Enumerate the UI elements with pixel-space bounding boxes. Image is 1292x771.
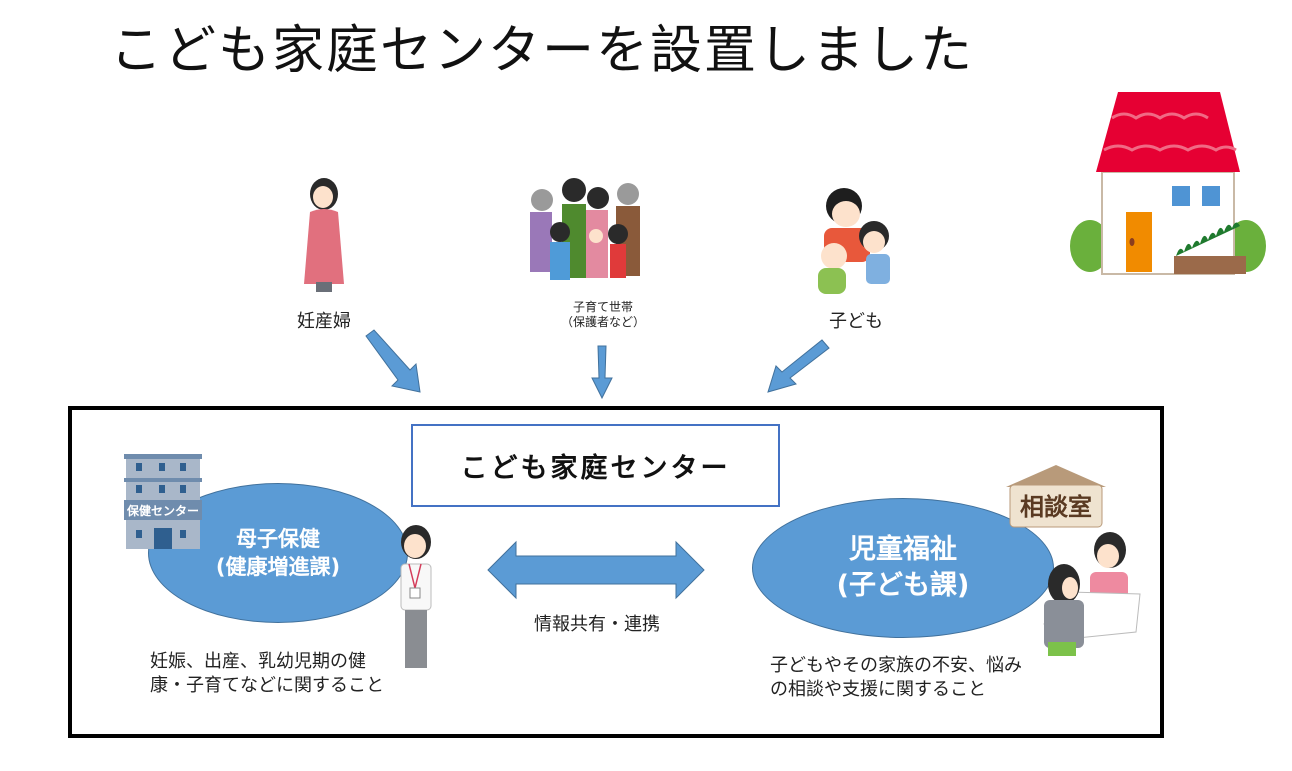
child-welfare-description: 子どもやその家族の不安、悩み の相談や支援に関すること [770,654,1022,702]
arrow-from-household [591,345,613,400]
arrow-from-children [767,339,830,393]
maternal-health-description-line1: 妊娠、出産、乳幼児期の健 [150,651,366,672]
child-welfare-description-line2: の相談や支援に関すること [770,679,986,700]
link-label: 情報共有・連携 [534,614,660,635]
pregnant-woman-icon [304,178,344,292]
maternal-health-department: (健康増進課) [215,555,341,579]
consultation-scene-icon [1043,532,1141,656]
center-title-box: こども家庭センター [411,424,780,507]
health-center-building-icon: 保健センター [124,454,202,549]
house-icon [1070,92,1266,275]
staff-woman-icon [400,525,432,668]
child-welfare-description-line1: 子どもやその家族の不安、悩み [770,655,1022,676]
source-label-household: 子育て世帯 （保護者など） [548,300,658,330]
child-welfare-name: 児童福祉 [849,534,957,565]
source-label-children: 子ども [829,311,883,332]
center-frame [68,406,1164,738]
arrow-from-pregnant [365,329,421,393]
child-welfare-ellipse: 児童福祉 (子ども課) [752,498,1054,638]
bidirectional-arrow-icon [487,540,705,600]
maternal-health-name: 母子保健 [236,527,320,551]
child-welfare-department: (子ども課) [836,570,970,601]
source-label-household-line1: 子育て世帯 [572,300,633,314]
source-label-household-line2: （保護者など） [560,315,645,329]
maternal-health-description: 妊娠、出産、乳幼児期の健 康・子育てなどに関すること [150,650,384,698]
center-title: こども家庭センター [460,453,731,484]
health-center-sign: 保健センター [126,503,199,518]
page-title: こども家庭センターを設置しました [110,21,975,81]
consultation-room-sign-icon: 相談室 [1006,465,1106,528]
family-icon [530,178,640,280]
source-label-pregnant: 妊産婦 [297,311,351,332]
children-icon [818,188,890,294]
consultation-room-sign: 相談室 [1020,493,1092,521]
maternal-health-description-line2: 康・子育てなどに関すること [150,675,384,696]
